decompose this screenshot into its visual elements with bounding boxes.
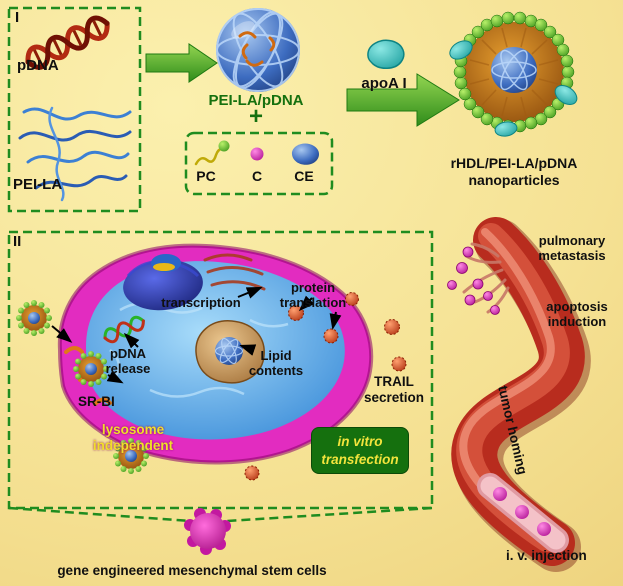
- plus-sign: +: [248, 103, 264, 130]
- nanoparticle-small-3: [113, 438, 149, 474]
- pdna-helix-illustration: [25, 15, 110, 70]
- cholesterol-illustration: [250, 147, 264, 161]
- protein-spheres-illustration: [244, 292, 407, 481]
- blood-vessel-illustration: [451, 217, 591, 572]
- peila-polymer-illustration: [18, 106, 132, 202]
- c-label: C: [251, 168, 263, 184]
- srbi-label: SR-BI: [78, 394, 115, 409]
- lipid-blob-illustration: [195, 320, 265, 384]
- panel1-roman-label: I: [15, 9, 20, 26]
- invitro-transfection-badge: in vitro transfection: [312, 428, 408, 474]
- rhdl-nanoparticle-illustration: [449, 11, 578, 137]
- iv-injection-label: i. v. injection: [506, 548, 587, 563]
- stem-cell-illustration: [184, 508, 231, 555]
- pdna-release-label: pDNA release: [105, 346, 151, 377]
- protein-translation-label: protein translation: [279, 280, 347, 311]
- pc-label: PC: [196, 168, 216, 184]
- metastasis-illustration: [447, 242, 510, 315]
- panel1-dashed-box: [7, 6, 334, 213]
- pc-molecule-illustration: [194, 140, 230, 166]
- transcription-label: transcription: [161, 295, 241, 310]
- peila-label: PEI-LA: [13, 176, 63, 193]
- lysosome-independent-label: lysosome independent: [92, 422, 174, 453]
- panel2-roman-label: II: [13, 233, 22, 250]
- arrow-2-icon: [346, 73, 460, 127]
- nucleus-illustration: [123, 254, 203, 311]
- stem-cells-label: gene engineered mesenchymal stem cells: [57, 563, 327, 578]
- apoptosis-induction-label: apoptosis induction: [546, 299, 608, 330]
- nanoparticle-small-2: [73, 351, 109, 387]
- peila-pdna-complex-illustration: [216, 8, 300, 92]
- complex-label: PEI-LA/pDNA: [208, 92, 304, 109]
- apoa-label: apoA I: [361, 75, 407, 92]
- cholesteryl-ester-illustration: [291, 143, 320, 165]
- pdna-label: pDNA: [17, 57, 59, 74]
- annotation-arrows: [51, 286, 342, 384]
- trail-secretion-label: TRAIL secretion: [363, 374, 425, 405]
- apoa-blob-illustration: [367, 39, 405, 69]
- panel2-dashed-box: [7, 230, 434, 523]
- rhdl-nanoparticle-label: rHDL/PEI-LA/pDNA nanoparticles: [450, 155, 578, 188]
- lipid-contents-label: Lipid contents: [248, 348, 304, 379]
- nanoparticle-small-1: [16, 300, 52, 336]
- arrow-1-icon: [145, 43, 218, 83]
- pulmonary-metastasis-label: pulmonary metastasis: [538, 233, 606, 264]
- ce-label: CE: [294, 168, 314, 184]
